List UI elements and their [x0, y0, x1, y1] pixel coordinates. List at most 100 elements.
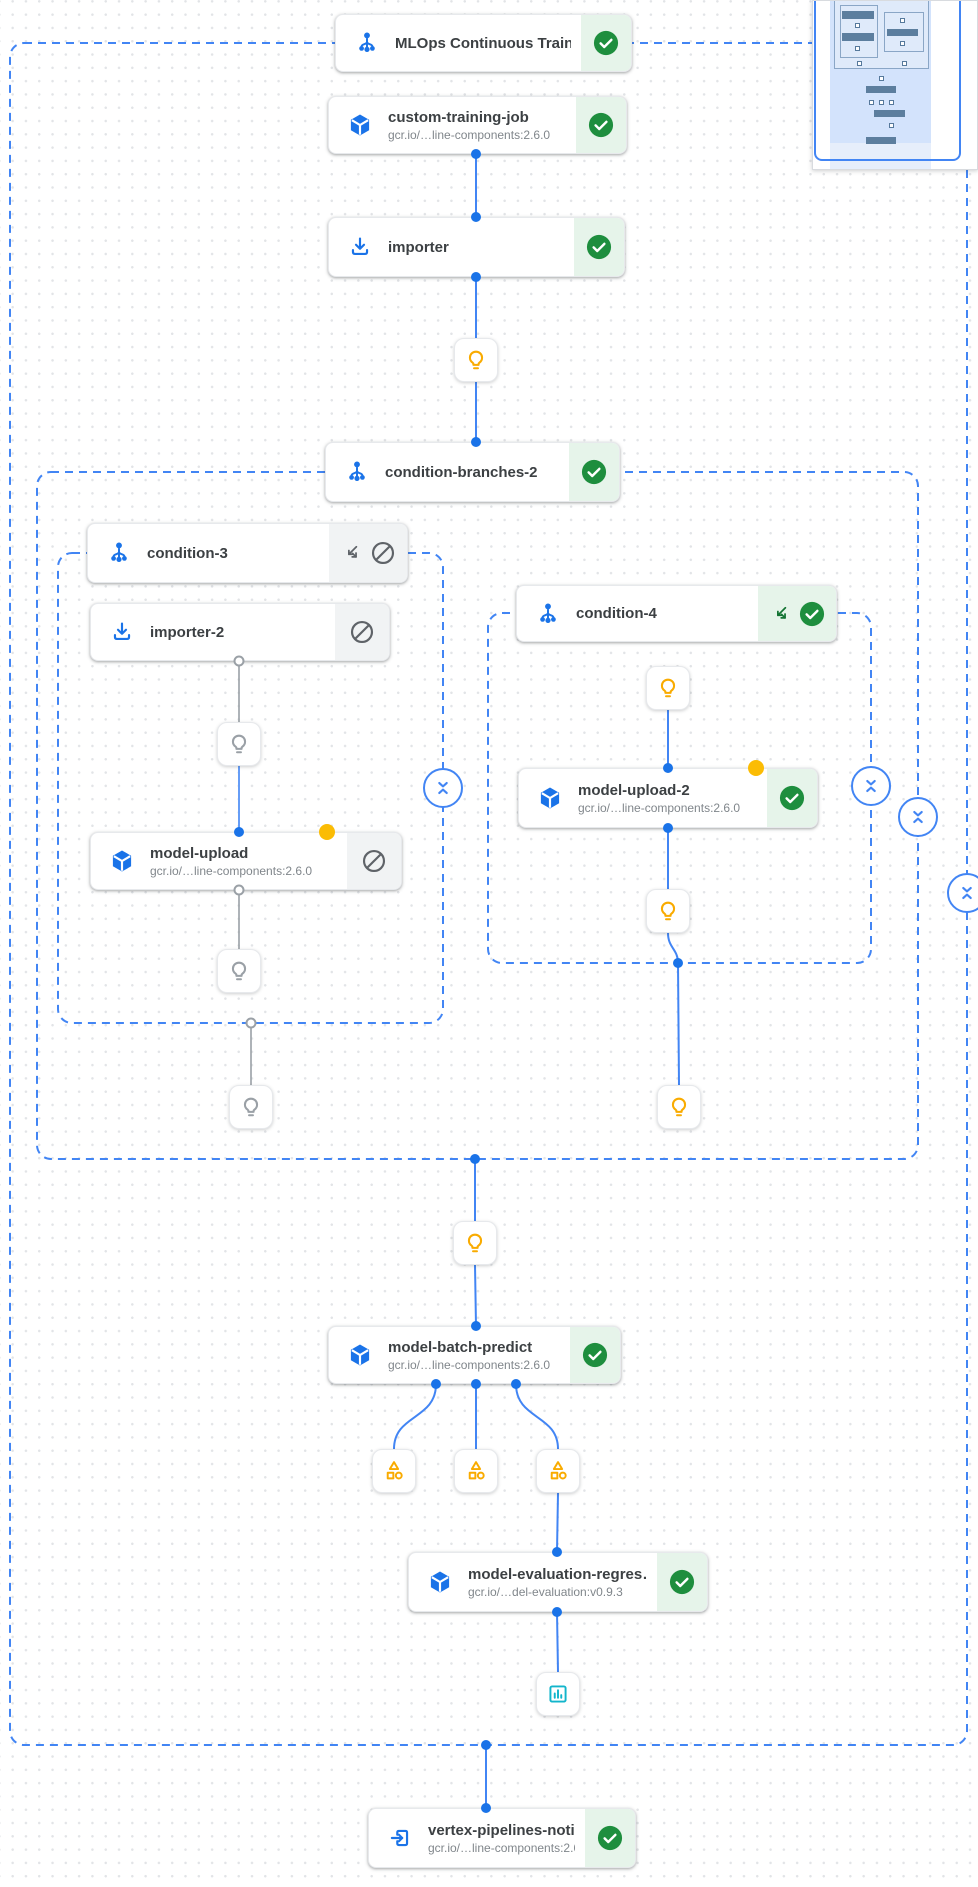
- status-badge-skipped: [329, 524, 407, 582]
- collapse-icon: [858, 773, 884, 799]
- node-title: model-upload-2: [578, 781, 690, 799]
- cube-icon: [537, 769, 563, 827]
- task-node-model-upload[interactable]: model-upload gcr.io/…line-components:2.6…: [90, 832, 402, 890]
- lightbulb-icon: [666, 1094, 692, 1120]
- task-node-model-evaluation[interactable]: model-evaluation-regres… gcr.io/…del-eva…: [408, 1552, 708, 1612]
- node-title: importer-2: [150, 623, 225, 641]
- node-subtitle: gcr.io/…line-components:2.6.0: [388, 127, 551, 142]
- metrics-icon: [545, 1681, 571, 1707]
- check-circle-icon: [588, 112, 614, 138]
- check-circle-icon: [581, 459, 607, 485]
- collapse-icon: [954, 880, 978, 906]
- artifact-lightbulb-skipped[interactable]: [217, 949, 261, 993]
- task-node-vertex-notification[interactable]: vertex-pipelines-notificat… gcr.io/…line…: [368, 1808, 636, 1868]
- skipped-icon: [361, 848, 387, 874]
- check-circle-icon: [779, 785, 805, 811]
- check-circle-icon: [597, 1825, 623, 1851]
- skipped-icon: [370, 540, 396, 566]
- merge-arrows-icon: [770, 603, 792, 625]
- artifact-lightbulb[interactable]: [453, 1221, 497, 1265]
- status-badge-succeeded: [657, 1553, 707, 1611]
- node-title: model-upload: [150, 844, 249, 862]
- system-artifact-icon: [463, 1458, 489, 1484]
- collapse-icon: [905, 804, 931, 830]
- status-badge-succeeded: [574, 218, 624, 276]
- check-circle-icon: [582, 1342, 608, 1368]
- merge-arrows-icon: [341, 542, 363, 564]
- minimap-node-bar: [887, 29, 918, 36]
- condition-tree-icon: [535, 586, 561, 641]
- condition-tree-icon: [344, 443, 370, 501]
- lightbulb-icon: [226, 731, 252, 757]
- artifact-system[interactable]: [454, 1449, 498, 1493]
- import-icon: [347, 218, 373, 276]
- lightbulb-icon: [226, 958, 252, 984]
- node-subtitle: gcr.io/…line-components:2.6.0: [578, 800, 741, 815]
- status-badge-succeeded: [569, 443, 619, 501]
- lightbulb-icon: [655, 675, 681, 701]
- skipped-icon: [349, 619, 375, 645]
- check-circle-icon: [586, 234, 612, 260]
- status-badge-succeeded: [576, 97, 626, 153]
- artifact-lightbulb-skipped[interactable]: [229, 1085, 273, 1129]
- node-title: condition-4: [576, 605, 657, 622]
- artifact-lightbulb-skipped[interactable]: [217, 722, 261, 766]
- node-title: condition-3: [147, 544, 228, 562]
- cube-icon: [347, 97, 373, 153]
- status-badge-skipped: [347, 833, 401, 889]
- exit-to-app-icon: [387, 1809, 413, 1867]
- task-node-custom-training-job[interactable]: custom-training-job gcr.io/…line-compone…: [328, 96, 627, 154]
- check-circle-icon: [669, 1569, 695, 1595]
- cube-icon: [109, 833, 135, 889]
- task-node-model-batch-predict[interactable]: model-batch-predict gcr.io/…line-compone…: [328, 1326, 621, 1384]
- status-badge-succeeded: [758, 586, 836, 641]
- check-circle-icon: [593, 30, 619, 56]
- node-title: importer: [388, 238, 449, 256]
- artifact-lightbulb[interactable]: [646, 666, 690, 710]
- collapse-icon: [430, 775, 456, 801]
- minimap-artifact-dot: [900, 18, 905, 23]
- artifact-system[interactable]: [536, 1449, 580, 1493]
- cube-icon: [427, 1553, 453, 1611]
- collapse-button-condition-branches-2[interactable]: [898, 797, 938, 837]
- artifact-lightbulb[interactable]: [454, 338, 498, 382]
- lightbulb-icon: [463, 347, 489, 373]
- artifact-lightbulb[interactable]: [646, 889, 690, 933]
- node-title: model-evaluation-regres…: [468, 1565, 647, 1583]
- node-subtitle: gcr.io/…line-components:2.6.0: [388, 1357, 551, 1372]
- lightbulb-icon: [655, 898, 681, 924]
- system-artifact-icon: [545, 1458, 571, 1484]
- minimap-viewport[interactable]: [814, 1, 961, 161]
- system-artifact-icon: [381, 1458, 407, 1484]
- collapse-button-condition-4[interactable]: [851, 766, 891, 806]
- node-title: condition-branches-2: [385, 463, 538, 481]
- artifact-metrics[interactable]: [536, 1672, 580, 1716]
- task-node-model-upload-2[interactable]: model-upload-2 gcr.io/…line-components:2…: [518, 768, 818, 828]
- artifact-lightbulb[interactable]: [657, 1085, 701, 1129]
- cube-icon: [347, 1327, 373, 1383]
- lightbulb-icon: [462, 1230, 488, 1256]
- task-node-importer-2[interactable]: importer-2: [90, 603, 390, 661]
- condition-tree-icon: [354, 15, 380, 71]
- condition-node-4[interactable]: condition-4: [516, 585, 837, 642]
- artifact-system[interactable]: [372, 1449, 416, 1493]
- condition-node-3[interactable]: condition-3: [87, 523, 408, 583]
- pipeline-node-mlops-root[interactable]: MLOps Continuous Traini…: [335, 14, 632, 72]
- node-subtitle: gcr.io/…del-evaluation:v0.9.3: [468, 1584, 623, 1599]
- collapse-button-pipeline[interactable]: [947, 873, 978, 913]
- status-badge-succeeded: [570, 1327, 620, 1383]
- minimap-node-bar: [842, 33, 874, 41]
- status-badge-succeeded: [581, 15, 631, 71]
- node-subtitle: gcr.io/…line-components:2.6.0: [428, 1840, 575, 1855]
- minimap[interactable]: [812, 0, 978, 170]
- status-badge-skipped: [335, 604, 389, 660]
- node-title: model-batch-predict: [388, 1338, 533, 1356]
- node-title: vertex-pipelines-notificat…: [428, 1821, 575, 1839]
- check-circle-icon: [799, 601, 825, 627]
- collapse-button-condition-3[interactable]: [423, 768, 463, 808]
- node-title: custom-training-job: [388, 108, 529, 126]
- minimap-node-bar: [842, 11, 874, 19]
- task-node-importer[interactable]: importer: [328, 217, 625, 277]
- condition-node-branches-2[interactable]: condition-branches-2: [325, 442, 620, 502]
